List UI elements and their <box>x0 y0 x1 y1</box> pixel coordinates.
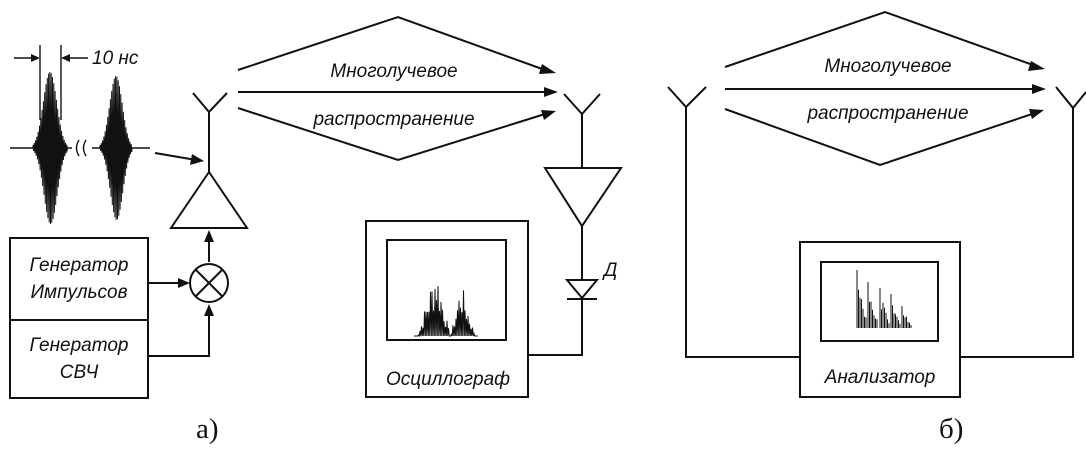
detector-label: Д <box>602 260 617 281</box>
diagram-part-a: 10 нс Генератор Импульсов <box>9 15 623 445</box>
rf-burst-1 <box>32 71 68 225</box>
oscilloscope-trace <box>414 286 478 338</box>
analyzer-label: Анализатор <box>824 367 936 388</box>
rf-pulse-waveform <box>10 71 150 225</box>
propagation-label-top-a: Многолучевое <box>330 61 457 82</box>
propagation-label-bottom-b: распространение <box>806 103 968 124</box>
detector-to-oscilloscope-line <box>528 299 583 356</box>
mixer-icon <box>189 263 229 303</box>
pulse-generator-label-line1: Генератор <box>30 255 129 276</box>
propagation-label-top-b: Многолучевое <box>824 56 951 77</box>
pulse-generator-label-line2: Импульсов <box>30 282 127 303</box>
pulse-width-label: 10 нс <box>92 48 139 69</box>
axis-break-mark <box>75 139 87 157</box>
multipath-propagation-a <box>237 15 558 162</box>
arrowhead <box>190 154 204 165</box>
receive-amplifier-icon <box>543 167 623 228</box>
arrowhead <box>31 54 40 62</box>
oscilloscope-label: Осциллограф <box>386 369 510 390</box>
pulse-generator-block <box>9 237 149 321</box>
transmit-antenna-icon-b <box>667 86 707 109</box>
arrowhead <box>204 230 214 242</box>
receive-antenna-icon-b <box>1055 86 1086 110</box>
rf-burst-2 <box>99 76 133 220</box>
analyzer-to-receive-line <box>960 108 1074 358</box>
transmit-amplifier-icon <box>169 170 249 229</box>
arrowhead <box>61 54 70 62</box>
detector-diode-icon <box>564 279 600 300</box>
microwave-generator-block <box>9 319 149 399</box>
transmit-antenna-icon <box>192 92 228 172</box>
pulse-width-dimension: 10 нс <box>14 45 139 120</box>
diagram-part-b: Многолучевое распространение Анализатор … <box>667 10 1086 445</box>
arrowhead <box>178 278 190 288</box>
receive-antenna-icon <box>563 93 601 168</box>
caption-b: б) <box>939 413 963 445</box>
microwave-gen-to-mixer-line <box>148 312 210 357</box>
pulse-to-antenna-arrow <box>154 152 197 161</box>
multipath-propagation-b <box>724 10 1046 167</box>
caption-a: а) <box>196 413 219 445</box>
transmit-to-analyzer-line <box>685 107 800 358</box>
microwave-generator-label-line1: Генератор <box>30 335 129 356</box>
analyzer-trace <box>856 270 912 328</box>
microwave-generator-label-line2: СВЧ <box>60 362 99 383</box>
propagation-label-bottom-a: распространение <box>312 109 474 130</box>
arrowhead <box>204 304 214 316</box>
